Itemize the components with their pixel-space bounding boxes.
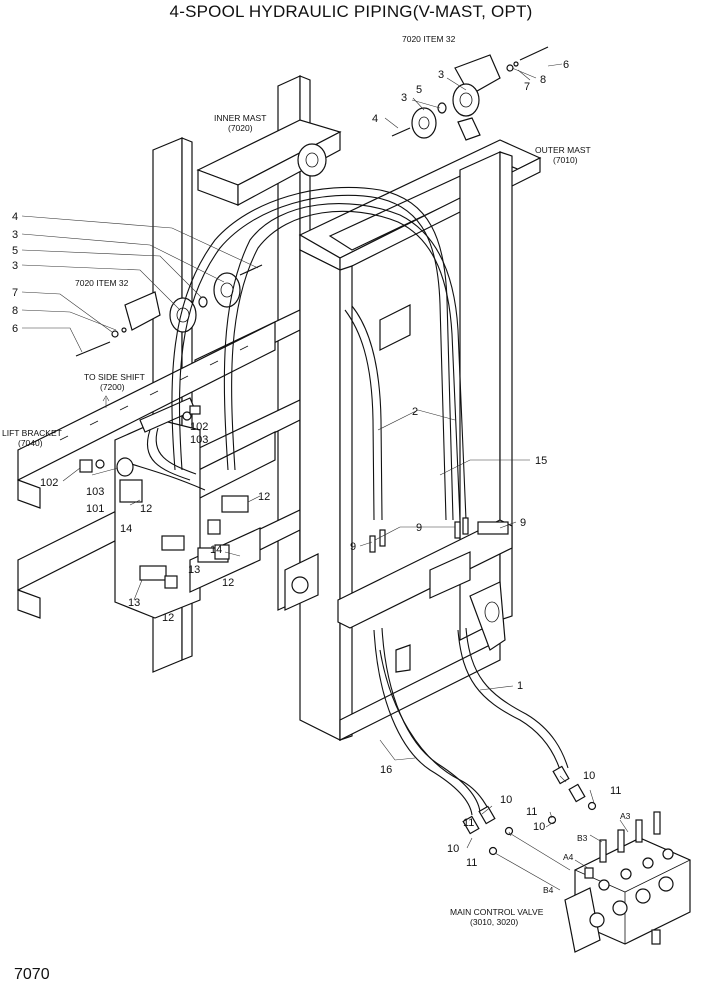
callout-103: 103 [86, 486, 104, 498]
callout-13: 13 [128, 597, 140, 609]
callout-3: 3 [401, 92, 407, 104]
port-b4: B4 [543, 885, 554, 895]
callout-101: 101 [86, 503, 104, 515]
item-ref-top: 7020 ITEM 32 [402, 34, 456, 44]
hoses-1-16 [373, 627, 569, 821]
port-a3: A3 [620, 811, 631, 821]
callout-7: 7 [524, 81, 530, 93]
callout-13: 13 [188, 564, 200, 576]
callout-12: 12 [140, 503, 152, 515]
callout-9: 9 [520, 517, 526, 529]
fittings-101-102-103 [79, 405, 201, 477]
callout-11: 11 [610, 785, 621, 797]
port-b3: B3 [577, 833, 588, 843]
callout-10: 10 [583, 770, 595, 782]
callout-3: 3 [438, 69, 444, 81]
side-shift-ref: (7200) [100, 382, 125, 392]
side-shift-name: TO SIDE SHIFT [84, 372, 145, 382]
callout-10: 10 [500, 794, 512, 806]
leader-lines [21, 63, 629, 891]
page-title: 4-SPOOL HYDRAULIC PIPING(V-MAST, OPT) [169, 2, 533, 21]
callout-14: 14 [210, 544, 222, 556]
lift-bracket [17, 291, 276, 619]
callout-103: 103 [190, 434, 208, 446]
inner-mast-ref: (7020) [228, 123, 253, 133]
callout-5: 5 [12, 245, 18, 257]
callout-10: 10 [533, 821, 545, 833]
item-ref-left: 7020 ITEM 32 [75, 278, 129, 288]
callout-4: 4 [372, 113, 378, 125]
hoses-2 [171, 186, 467, 521]
callout-6: 6 [12, 323, 18, 335]
callout-12: 12 [162, 612, 174, 624]
lift-bracket-name: LIFT BRACKET [2, 428, 62, 438]
callout-3: 3 [12, 229, 18, 241]
lift-bracket-ref: (7040) [18, 438, 43, 448]
callout-12: 12 [222, 577, 234, 589]
callout-2: 2 [412, 406, 418, 418]
callout-7: 7 [12, 287, 18, 299]
fittings-9 [369, 517, 509, 553]
callout-8: 8 [12, 305, 18, 317]
labels: 7020 ITEM 32 7020 ITEM 32 INNER MAST (70… [2, 34, 631, 927]
outer-mast [284, 117, 542, 741]
callout-6: 6 [563, 59, 569, 71]
callout-3: 3 [12, 260, 18, 272]
outer-mast-name: OUTER MAST [535, 145, 591, 155]
callout-11: 11 [466, 857, 477, 869]
main-control-valve [564, 811, 691, 953]
page-number: 7070 [14, 966, 50, 983]
callout-16: 16 [380, 764, 392, 776]
callout-102: 102 [190, 421, 208, 433]
inner-mast-name: INNER MAST [214, 113, 266, 123]
callout-4: 4 [12, 211, 18, 223]
callout-14: 14 [120, 523, 132, 535]
callout-15: 15 [535, 455, 547, 467]
port-a4: A4 [563, 852, 574, 862]
arrow-up-icon [102, 395, 110, 408]
main-control-valve-name: MAIN CONTROL VALVE [450, 907, 544, 917]
sheave-assembly-upper [391, 46, 549, 139]
main-control-valve-ref: (3010, 3020) [470, 917, 518, 927]
callout-8: 8 [540, 74, 546, 86]
outer-mast-ref: (7010) [553, 155, 578, 165]
callout-11: 11 [463, 817, 474, 829]
callout-1: 1 [517, 680, 523, 692]
callout-12: 12 [258, 491, 270, 503]
fittings-12-13-14 [139, 495, 249, 589]
callout-102: 102 [40, 477, 58, 489]
callout-9: 9 [350, 541, 356, 553]
callout-9: 9 [416, 522, 422, 534]
callout-5: 5 [416, 84, 422, 96]
callout-10: 10 [447, 843, 459, 855]
callout-11: 11 [526, 806, 537, 818]
hose-end-fittings-10-11 [462, 765, 597, 856]
